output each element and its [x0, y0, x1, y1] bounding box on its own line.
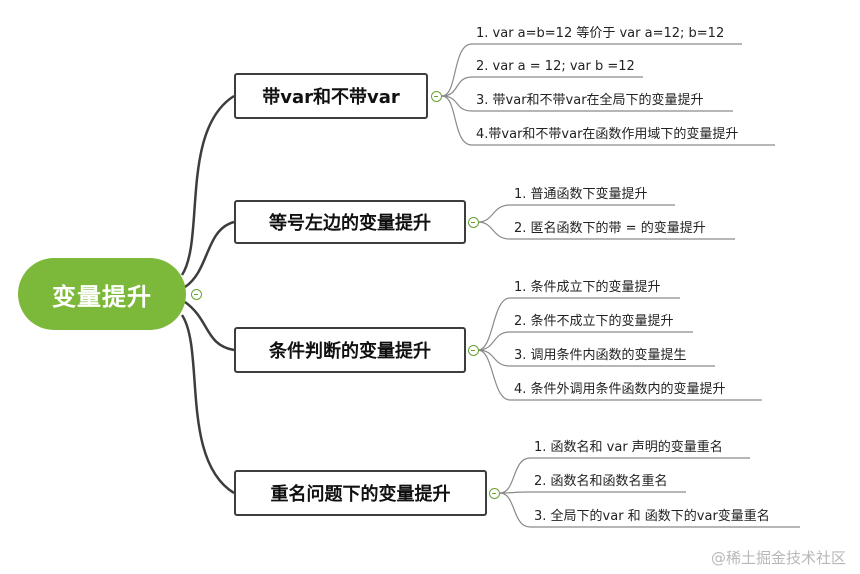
leaf-item[interactable]: 2. 条件不成立下的变量提升 — [514, 314, 674, 329]
root-node[interactable]: 变量提升 — [18, 258, 186, 330]
connector-b3-leaf-2 — [477, 331, 693, 351]
branch-node-same-name[interactable]: 重名问题下的变量提升 — [234, 470, 487, 516]
connector-b1-leaf-1 — [441, 43, 742, 97]
leaf-item[interactable]: 4.带var和不带var在函数作用域下的变量提升 — [476, 127, 739, 142]
connector-root-branch-1 — [180, 94, 235, 276]
connector-root-branch-2 — [184, 220, 235, 289]
connector-b1-leaf-2 — [441, 76, 643, 97]
leaf-item[interactable]: 1. var a=b=12 等价于 var a=12; b=12 — [476, 26, 725, 41]
connector-b2-leaf-2 — [477, 221, 735, 240]
root-node-label: 变量提升 — [52, 282, 152, 311]
leaf-item[interactable]: 2. 匿名函数下的带 = 的变量提升 — [514, 221, 706, 236]
branch-label: 等号左边的变量提升 — [269, 213, 431, 234]
connector-b3-leaf-4 — [477, 349, 762, 401]
leaf-item[interactable]: 4. 条件外调用条件函数内的变量提升 — [514, 382, 726, 397]
branch-node-var[interactable]: 带var和不带var — [234, 73, 428, 119]
connector-b4-leaf-1 — [499, 457, 750, 494]
collapse-minus-icon[interactable] — [191, 289, 202, 300]
branch-label: 带var和不带var — [262, 87, 400, 108]
collapse-minus-icon[interactable] — [468, 345, 479, 356]
branch-label: 条件判断的变量提升 — [269, 341, 431, 362]
connector-b4-leaf-3 — [499, 492, 800, 528]
leaf-item[interactable]: 1. 普通函数下变量提升 — [514, 187, 648, 202]
leaf-item[interactable]: 3. 带var和不带var在全局下的变量提升 — [476, 93, 704, 108]
collapse-minus-icon[interactable] — [431, 91, 442, 102]
branch-node-condition[interactable]: 条件判断的变量提升 — [234, 327, 466, 373]
connector-b1-leaf-3 — [441, 95, 733, 112]
branch-label: 重名问题下的变量提升 — [270, 484, 451, 505]
connector-b2-leaf-1 — [477, 204, 675, 223]
leaf-item[interactable]: 3. 全局下的var 和 函数下的var变量重名 — [534, 509, 770, 524]
leaf-item[interactable]: 1. 函数名和 var 声明的变量重名 — [534, 440, 723, 455]
leaf-item[interactable]: 3. 调用条件内函数的变量提生 — [514, 348, 687, 363]
connector-b3-leaf-3 — [477, 349, 715, 367]
connector-b3-leaf-1 — [477, 297, 680, 351]
branch-node-left-assign[interactable]: 等号左边的变量提升 — [234, 200, 466, 244]
leaf-item[interactable]: 2. 函数名和函数名重名 — [534, 474, 668, 489]
watermark: @稀土掘金技术社区 — [710, 549, 846, 567]
connector-b4-leaf-2 — [499, 491, 686, 494]
connector-root-branch-4 — [180, 314, 235, 495]
collapse-minus-icon[interactable] — [489, 488, 500, 499]
collapse-minus-icon[interactable] — [468, 217, 479, 228]
connector-b1-leaf-4 — [441, 95, 775, 146]
leaf-item[interactable]: 2. var a = 12; var b =12 — [476, 59, 635, 74]
connector-root-branch-3 — [184, 300, 235, 352]
leaf-item[interactable]: 1. 条件成立下的变量提升 — [514, 280, 661, 295]
